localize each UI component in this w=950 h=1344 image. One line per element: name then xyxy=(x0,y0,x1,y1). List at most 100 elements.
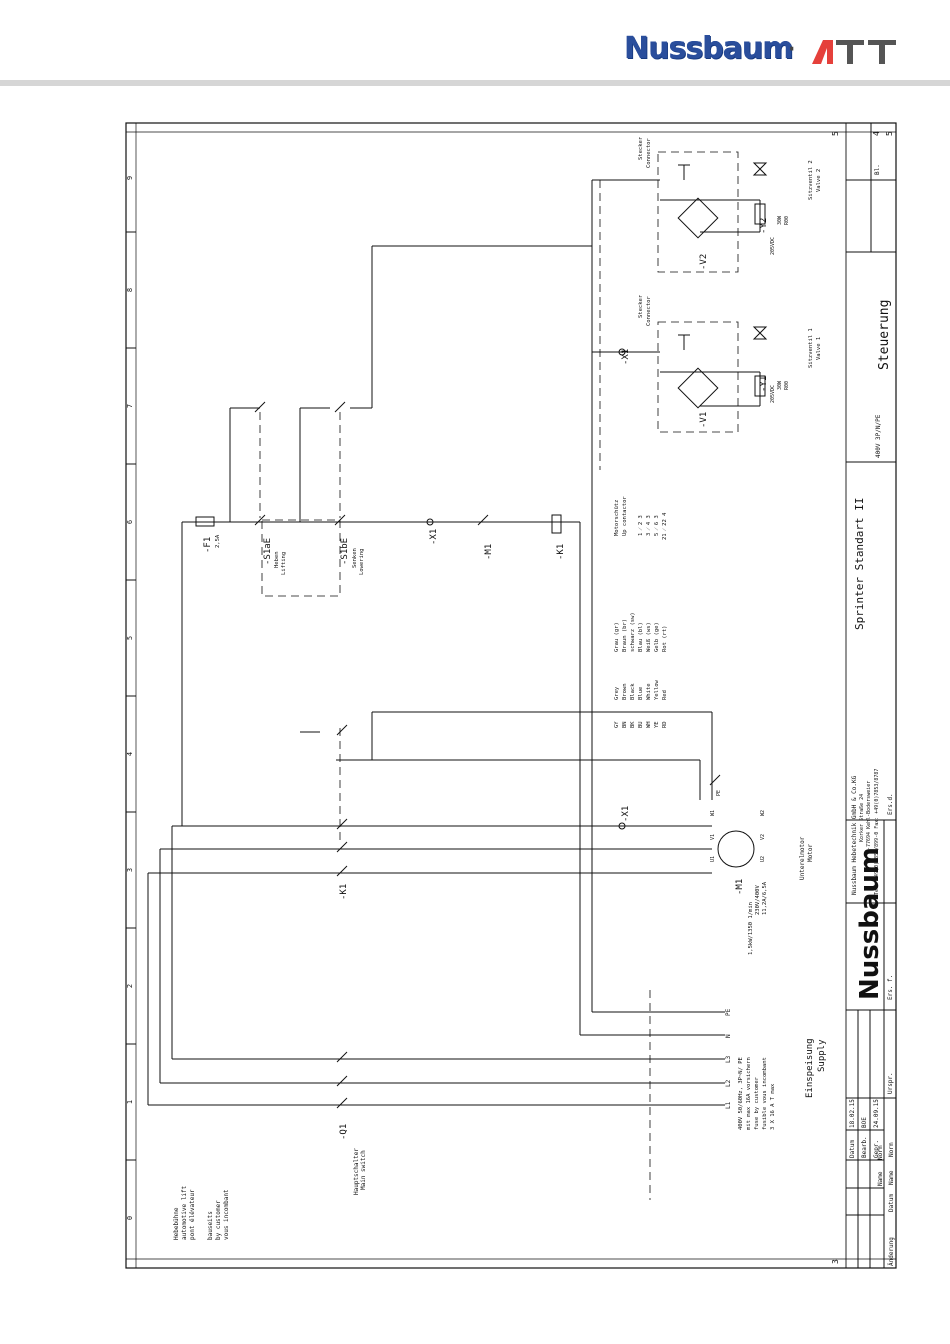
valve2-label-0: Sitzventil 2 xyxy=(808,160,814,200)
color-code-2: BK xyxy=(630,721,636,728)
ref-s1ae-label-1: Lifting xyxy=(281,552,287,575)
col-6: 6 xyxy=(126,520,134,524)
note-bauseits-2: vous incombant xyxy=(223,1189,230,1240)
note-bauseits-0: bauseits xyxy=(207,1211,214,1240)
supply-title: Einspeisung xyxy=(805,1038,815,1098)
company-name: Nussbaum Hebetechnik GmbH & Co.KG xyxy=(851,775,858,895)
supply-spec-0: 400V 50/60Hz, 3P~N/ PE xyxy=(738,1057,744,1130)
supply-l3: L3 xyxy=(725,1055,732,1063)
y2-spec-2: R00 xyxy=(784,216,790,225)
valve1-label-1: Valve 1 xyxy=(816,337,822,360)
y2-spec-0: 205VDC xyxy=(770,237,776,255)
company-street: Korker Straße 24 xyxy=(859,794,865,842)
corner-top: 5 xyxy=(831,131,840,136)
color-code-5: YE xyxy=(654,721,660,728)
supply-l1: L1 xyxy=(725,1101,732,1109)
supply-spec-2: fuse by customer xyxy=(754,1076,760,1130)
supply-subtitle: Supply xyxy=(817,1039,827,1072)
note-hauptschalter-1: Main switch xyxy=(360,1150,367,1190)
color-en-6: Red xyxy=(662,690,668,700)
ref-x1-b: -X1 xyxy=(621,349,631,365)
ref-f1-rating: 2,5A xyxy=(215,534,221,548)
connector2-label-0: Stecker xyxy=(638,136,644,160)
note-hebebuhne-1: automotive lift xyxy=(181,1185,188,1240)
color-en-0: Grey xyxy=(614,686,620,700)
terminal-x1-b xyxy=(618,348,626,356)
ref-x1-c: -X1 xyxy=(429,529,439,545)
color-de-4: Weiß (ws) xyxy=(646,622,652,652)
note-bauseits-1: by customer xyxy=(215,1200,222,1240)
coil-k1 xyxy=(551,514,562,534)
date-value-1: BOE xyxy=(861,1117,868,1128)
date-value-0: 18.02.15 xyxy=(849,1099,856,1128)
ref-v2: -V2 xyxy=(699,254,709,270)
date-value-2: 24.09.15 xyxy=(873,1099,880,1128)
color-de-3: Blau (bl) xyxy=(638,622,644,652)
connector2-label-1: Connector xyxy=(646,138,652,168)
connector1-label-0: Stecker xyxy=(638,294,644,318)
color-de-0: Grau (gr) xyxy=(614,622,620,652)
ersetzt-label: Ers.d. xyxy=(887,793,894,815)
bridge-v2 xyxy=(677,197,719,239)
revision-aenderung: Änderung xyxy=(888,1237,895,1266)
revision-norm: Norm xyxy=(888,1142,895,1157)
column-numbers: 0 1 2 3 4 5 6 7 8 9 xyxy=(126,176,134,1220)
valve-y2-symbol xyxy=(752,162,768,176)
component-refs: -Q1 -K1 -F1 2,5A -S1aE Heben Lifting -S1… xyxy=(203,136,822,1140)
valve2-label-1: Valve 2 xyxy=(816,169,822,192)
contactor-table: Motorschütz Up contactor 1 ⁄ 2 3 3 ⁄ 4 3… xyxy=(614,496,668,540)
titleblock-logo: Nussbaum xyxy=(855,847,885,1000)
terminal-x1-c xyxy=(426,518,434,526)
titleblock-logo-text: Nussbaum xyxy=(855,847,885,1000)
ref-s1be: -S1bE xyxy=(340,538,350,565)
color-en-4: White xyxy=(646,683,652,700)
col-3: 3 xyxy=(126,868,134,872)
color-de-6: Rot (rt) xyxy=(662,626,668,653)
valve-coil-y2 xyxy=(754,203,766,225)
sheet-of: 4 xyxy=(872,131,881,136)
y1-spec-1: 30W xyxy=(777,380,783,390)
col-7: 7 xyxy=(126,404,134,408)
col-0: 0 xyxy=(126,1216,134,1220)
note-hauptschalter-0: Hauptschalter xyxy=(353,1148,360,1195)
bridge-v1 xyxy=(677,367,719,409)
product-name: Sprinter Standart II xyxy=(853,498,866,630)
valve-coil-y1 xyxy=(754,375,766,397)
logo-separator: · xyxy=(787,32,797,67)
voltage-spec: 400V 3P/N/PE xyxy=(875,414,882,458)
ref-k1-main: -K1 xyxy=(339,884,349,900)
date-label-0: Datum xyxy=(849,1140,856,1158)
motor-label-1: Motor xyxy=(807,844,814,862)
symbols xyxy=(195,162,768,868)
ref-x1-a: -X1 xyxy=(621,806,631,822)
contactor-row-0: 1 ⁄ 2 3 xyxy=(638,515,644,536)
col-4: 4 xyxy=(126,752,134,756)
motor-block: -M1 1,5kW/1350 1/min 230V/400V 11,2A/6,5… xyxy=(710,790,814,955)
supply-pe: PE xyxy=(725,1008,732,1016)
y2-spec-1: 30W xyxy=(777,215,783,225)
ref-s1ae-label-0: Heben xyxy=(274,551,280,568)
supply-spec-1: mit max 16A vorsichern xyxy=(746,1057,752,1130)
contactor-title-0: Motorschütz xyxy=(614,500,620,536)
color-code-4: WH xyxy=(646,721,652,728)
contactor-row-1: 3 ⁄ 4 3 xyxy=(646,515,652,536)
col-5: 5 xyxy=(126,636,134,640)
terminal-x1-a xyxy=(618,822,626,830)
color-en-1: Brown xyxy=(622,683,628,700)
date-label-2: Gepr. xyxy=(873,1140,880,1158)
ref-k1-coil: -K1 xyxy=(556,544,566,560)
color-code-6: RD xyxy=(662,721,668,728)
date-value-3: Norm xyxy=(877,1145,884,1160)
motor-term-pe: PE xyxy=(716,790,722,796)
contactor-row-2: 5 ⁄ 6 3 xyxy=(654,515,660,536)
sheet-frame xyxy=(125,122,897,1269)
date-label-1: Bearb. xyxy=(861,1136,868,1158)
supply-l2: L2 xyxy=(725,1079,732,1087)
ref-y1: -Y1 xyxy=(759,376,769,392)
note-hebebuhne-2: pont élévateur xyxy=(189,1189,196,1240)
ref-s1be-label-0: Senken xyxy=(352,548,358,568)
ref-s1ae: -S1aE xyxy=(263,538,273,565)
corner-bottom: 3 xyxy=(831,1259,840,1264)
sheet-number: 5 xyxy=(885,131,894,136)
